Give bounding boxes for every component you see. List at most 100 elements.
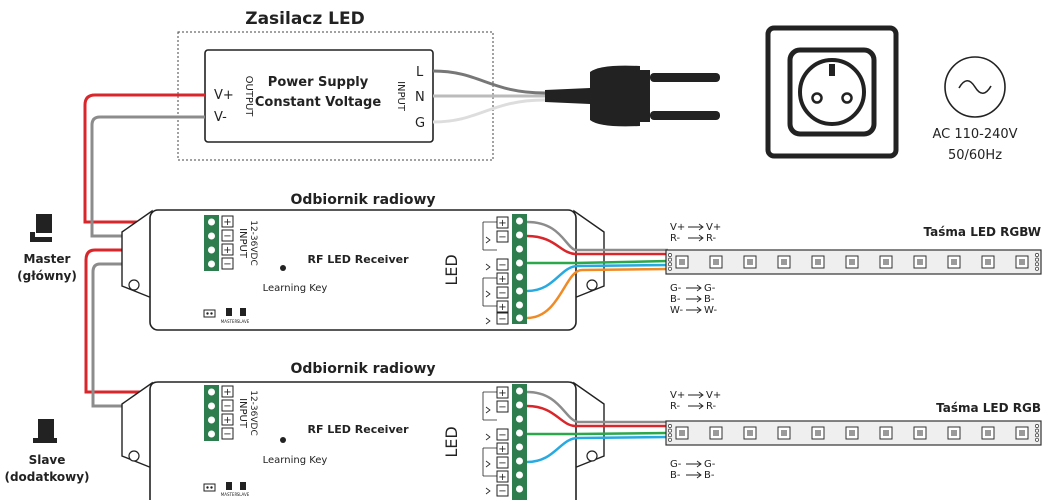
strip2-bottom-g: G- [670, 459, 682, 470]
master-switch-icon [30, 214, 52, 242]
led-chip-core [815, 259, 821, 265]
svg-text:−: − [498, 430, 506, 441]
led-chip-core [781, 430, 787, 436]
receiver1-input-voltage: 12-36VDC [248, 220, 258, 266]
supply-output-label: OUTPUT [243, 76, 254, 118]
receiver2-learning-key-label: Learning Key [263, 455, 328, 466]
svg-text:+: + [223, 415, 231, 426]
led-chip-core [1019, 430, 1025, 436]
receiver2-dip-switches[interactable] [203, 482, 246, 492]
svg-text:−: − [223, 401, 231, 412]
led-chip-core [985, 259, 991, 265]
led-chip-core [951, 259, 957, 265]
r2-wire-red [526, 404, 668, 428]
supply-line2: Constant Voltage [255, 95, 381, 110]
svg-text:+: + [498, 302, 506, 313]
solder-pad [668, 437, 672, 442]
solder-pad [668, 428, 672, 433]
supply-vplus-label: V+ [214, 88, 234, 103]
solder-pad [1035, 428, 1039, 433]
solder-pad [1035, 424, 1039, 428]
svg-text:+: + [223, 245, 231, 256]
r1-wire-vplus [526, 220, 668, 252]
strip2-bottom-b-b: B- [704, 470, 715, 481]
strip1-top-vplus-b: V+ [706, 222, 721, 233]
receiver2-name: RF LED Receiver [307, 423, 409, 436]
led-chip-core [781, 259, 787, 265]
receiver1-output-terminal: + − − + − + − [482, 214, 527, 325]
master-label: Master [24, 252, 71, 266]
receiver1-name: RF LED Receiver [307, 253, 409, 266]
slave-switch-icon [33, 419, 57, 443]
svg-text:−: − [498, 232, 506, 243]
strip1-bottom-arrows [686, 284, 702, 314]
svg-text:−: − [498, 288, 506, 299]
svg-text:+: + [498, 472, 506, 483]
led-chip-core [849, 259, 855, 265]
solder-pad [1035, 266, 1039, 271]
strip2-bottom-g-b: G- [704, 459, 716, 470]
receiver2-input-label: INPUT [237, 398, 248, 429]
receiver2-learning-key-button[interactable] [280, 437, 286, 443]
solder-pad [668, 257, 672, 262]
led-chip-core [713, 430, 719, 436]
supply-g-label: G [415, 116, 425, 131]
svg-text:+: + [223, 217, 231, 228]
supply-n-label: N [415, 90, 425, 105]
receiver2-master-small: MASTER [221, 492, 238, 497]
r2-wire-green [527, 431, 669, 436]
dc-wire-gray-main [90, 115, 205, 238]
led-chip-core [679, 430, 685, 436]
receiver1-slave-small: SLAVE [237, 319, 250, 324]
mains-frequency-label: 50/60Hz [948, 148, 1002, 163]
strip1-bottom-g-b: G- [704, 283, 716, 294]
receiver1-learning-key-button[interactable] [280, 265, 286, 271]
svg-text:−: − [498, 402, 506, 413]
receiver2-slave-small: SLAVE [237, 492, 250, 497]
led-chip-core [951, 430, 957, 436]
dc-wire-red-main [83, 93, 205, 224]
strip2-top-arrows [688, 391, 704, 410]
r1-wire-blue [526, 263, 669, 293]
strip1-bottom-b-b: B- [704, 294, 715, 305]
receiver1-input-terminal: + − + − [204, 215, 234, 271]
strip2-title: Taśma LED RGB [936, 401, 1041, 415]
strip1-title: Taśma LED RGBW [924, 225, 1041, 239]
led-chip-core [815, 430, 821, 436]
strip1-bottom-b: B- [670, 294, 681, 305]
mains-wire-g [432, 98, 546, 124]
receiver1-learning-key-label: Learning Key [263, 283, 328, 294]
strip1-bottom-w-b: W- [704, 305, 717, 316]
svg-text:−: − [223, 231, 231, 242]
receiver2-title: Odbiornik radiowy [290, 361, 435, 377]
svg-text:+: + [498, 274, 506, 285]
strip1-top-arrows [688, 223, 704, 242]
strip2-top-vplus: V+ [670, 390, 685, 401]
wall-socket-icon [765, 25, 899, 159]
r1-wire-green [527, 259, 669, 265]
led-chip-core [883, 259, 889, 265]
solder-pad [1035, 253, 1039, 257]
strip1-led-tape [665, 249, 1042, 275]
svg-text:+: + [498, 444, 506, 455]
receiver1-input-label: INPUT [237, 228, 248, 259]
slave-sublabel: (dodatkowy) [4, 470, 89, 484]
receiver1-dip-switches[interactable] [203, 308, 246, 318]
strip1-top-rminus-b: R- [706, 233, 717, 244]
strip2-bottom-b: B- [670, 470, 681, 481]
led-chip-core [1019, 259, 1025, 265]
svg-text:−: − [498, 486, 506, 497]
led-chip-core [679, 259, 685, 265]
solder-pad [1035, 437, 1039, 442]
strip2-top-rminus: R- [670, 401, 681, 412]
led-chip-core [713, 259, 719, 265]
supply-l-label: L [416, 65, 424, 80]
solder-pad [668, 433, 672, 438]
strip1-top-vplus: V+ [670, 222, 685, 233]
supply-input-label: INPUT [395, 81, 406, 112]
supply-vminus-label: V- [214, 110, 227, 125]
led-chip-core [917, 259, 923, 265]
r1-wire-orange [526, 267, 669, 320]
solder-pad [1035, 262, 1039, 267]
